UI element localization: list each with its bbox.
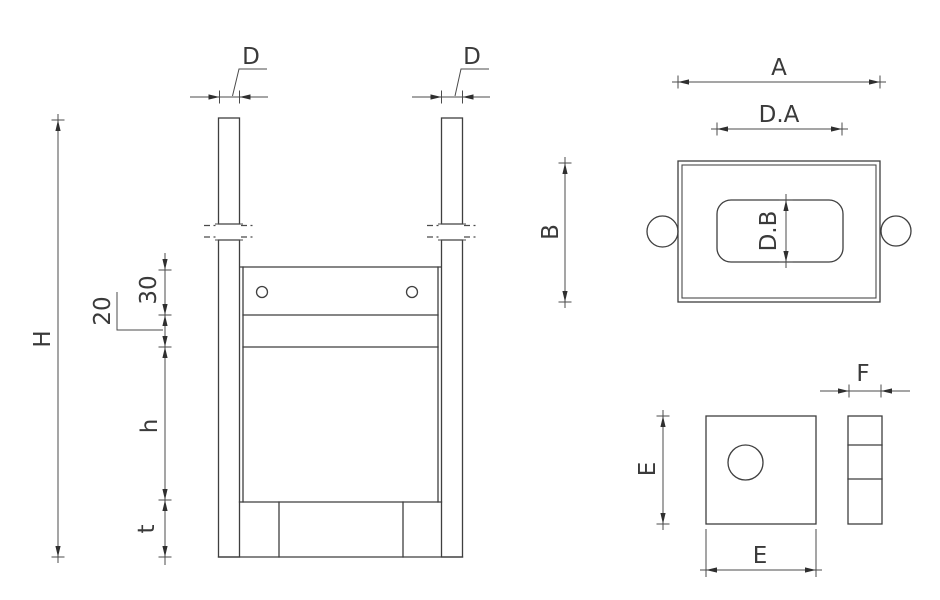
trunnion-left — [646, 215, 679, 248]
base-band — [217, 501, 464, 558]
rail-left — [215, 117, 243, 558]
dim-overall-depth — [558, 157, 572, 308]
dim-overall-width — [672, 75, 886, 89]
dim-label-E-horizontal: E — [753, 543, 768, 569]
rail-right — [438, 117, 466, 558]
dim-block-height — [656, 410, 670, 530]
hole-plate — [239, 266, 442, 299]
dim-block-width — [700, 529, 822, 577]
box-body — [242, 266, 439, 503]
dim-overall-height — [51, 114, 65, 563]
dim-label-DA: D.A — [759, 102, 800, 128]
dim-label-t: t — [134, 524, 160, 533]
dim-label-D-left: D — [242, 44, 260, 70]
block-face — [705, 415, 817, 525]
block-side — [847, 415, 883, 525]
dim-chain-vertical — [116, 253, 172, 565]
dim-label-D-right: D — [463, 44, 481, 70]
plan-view: A D.A B D.B — [538, 55, 912, 308]
plate-hole-left — [255, 285, 269, 299]
break-marks — [204, 224, 477, 238]
dim-block-thickness — [820, 384, 910, 398]
dim-label-A: A — [771, 55, 787, 81]
dim-label-E-vertical: E — [635, 462, 661, 477]
dim-rope-diameter-right — [412, 68, 490, 104]
dim-label-20: 20 — [90, 296, 116, 325]
dim-label-F: F — [856, 361, 869, 387]
dim-label-H: H — [30, 330, 56, 347]
dim-rope-diameter-left — [190, 68, 268, 104]
dim-label-h: h — [137, 419, 163, 434]
dim-label-DB: D.B — [756, 211, 782, 252]
block-view: E E F — [635, 361, 910, 577]
trunnion-right — [880, 215, 912, 247]
block-hole — [727, 444, 764, 481]
front-view: H D D — [30, 44, 490, 565]
dim-label-B: B — [538, 224, 564, 240]
dim-label-30: 30 — [136, 275, 162, 304]
plate-hole-right — [405, 285, 419, 299]
dim-opening-width — [711, 122, 848, 136]
dim-opening-depth — [779, 194, 793, 268]
